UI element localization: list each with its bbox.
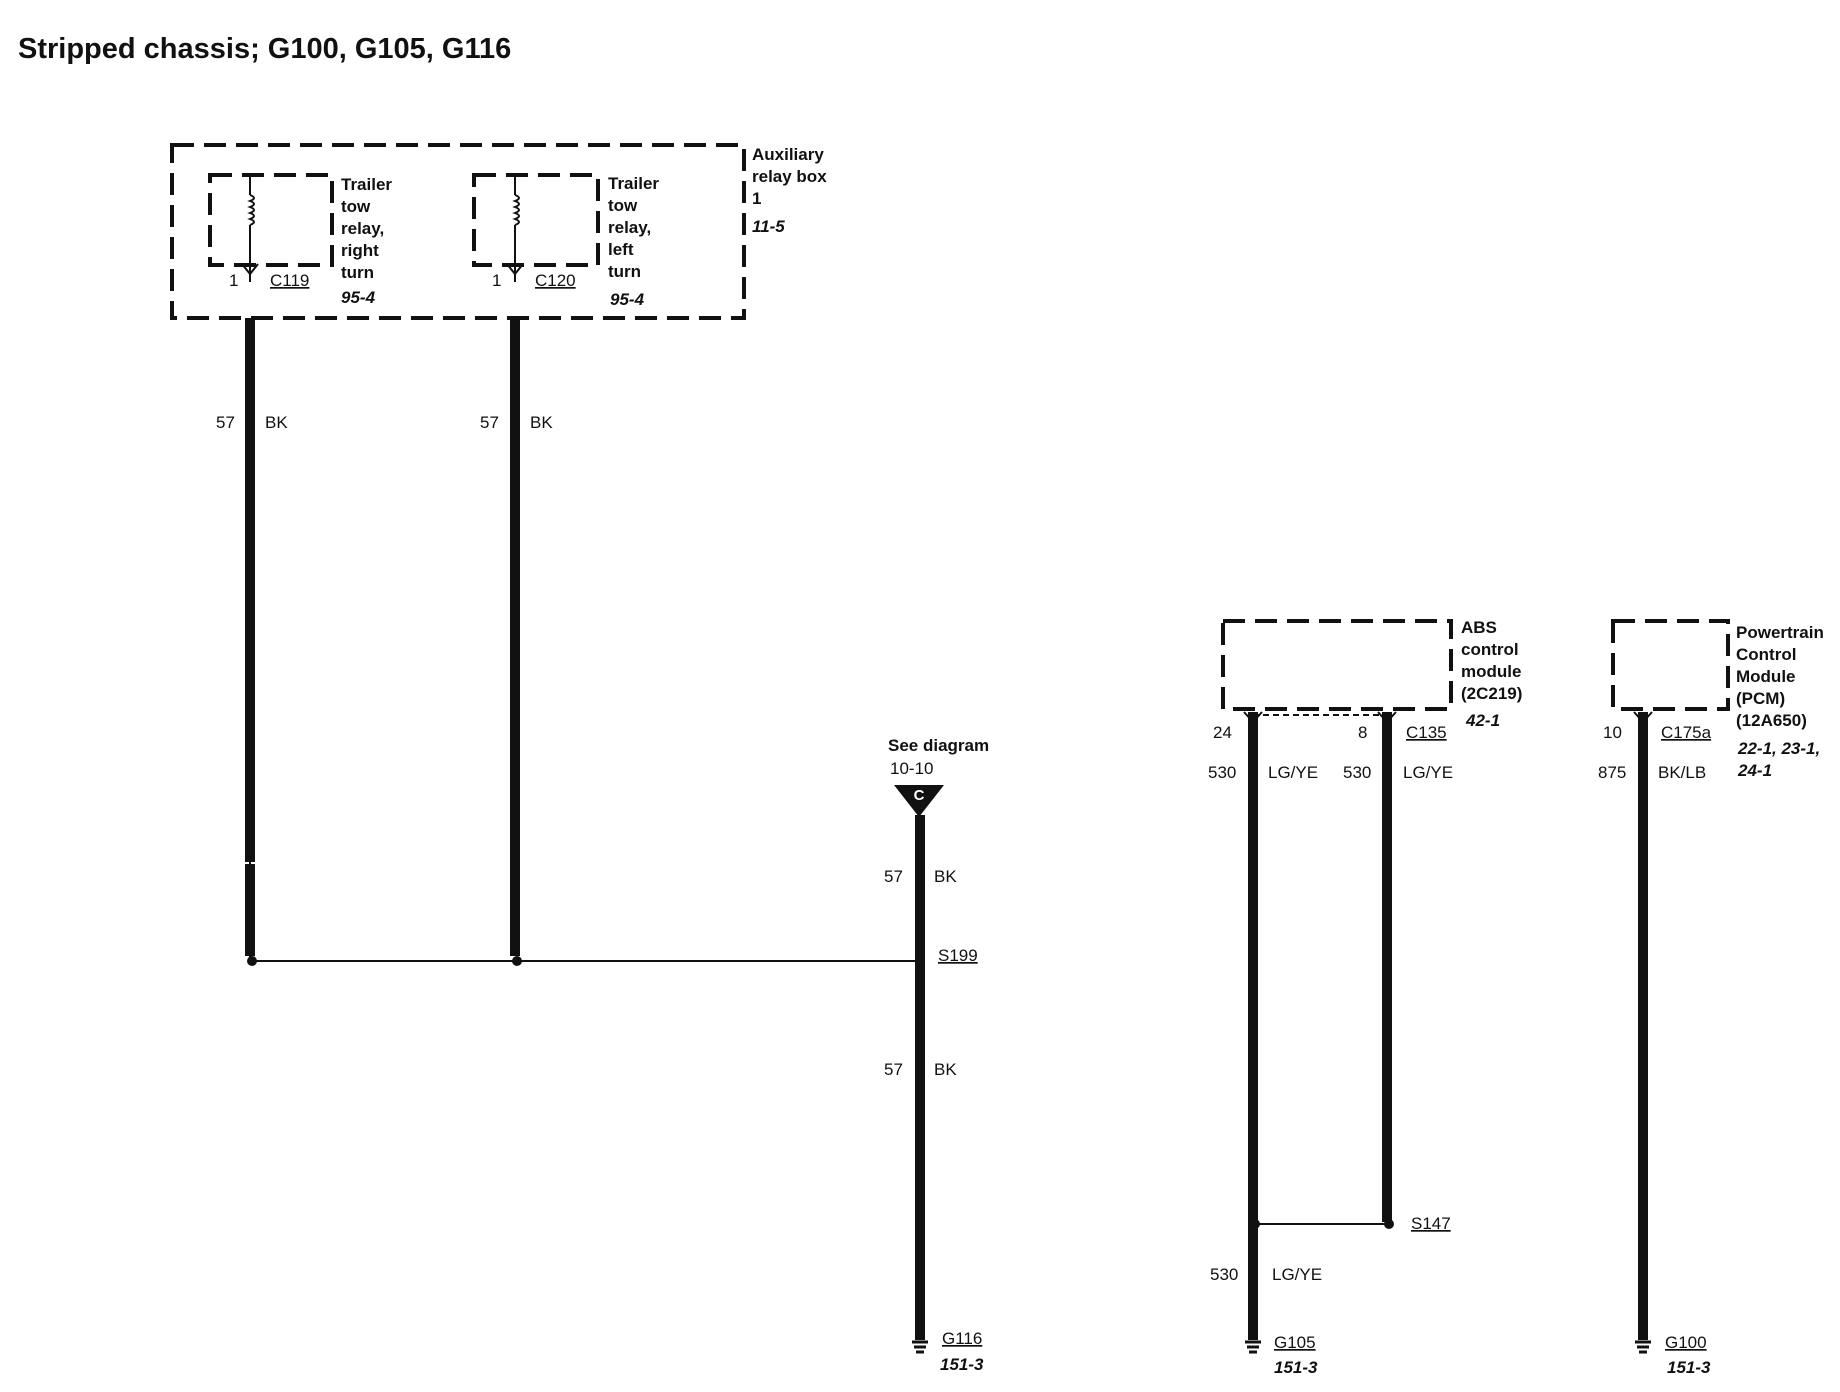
wire-c-lower-circuit: 57 (884, 1060, 903, 1079)
wire-c-upper-color: BK (934, 867, 957, 886)
aux-box-label-1: Auxiliary (752, 145, 824, 164)
aux-box-label-2: relay box (752, 167, 827, 186)
relay-right-label-5: turn (341, 263, 374, 282)
wire-pcm-color: BK/LB (1658, 763, 1706, 782)
relay-right-coil-icon (247, 194, 255, 226)
ground-g100-icon (1635, 1340, 1651, 1354)
off-page-connector-letter: C (914, 787, 925, 804)
wire-right-color: BK (265, 413, 288, 432)
ground-g100-label: G100 (1665, 1333, 1707, 1352)
wire-abs-a-color: LG/YE (1268, 763, 1318, 782)
trailer-tow-relay-right: Trailer tow relay, right turn 95-4 1 C11… (208, 173, 392, 307)
relay-right-label-4: right (341, 241, 379, 260)
see-diagram-ref: 10-10 (890, 759, 933, 778)
powertrain-control-module: Powertrain Control Module (PCM) (12A650)… (1603, 619, 1824, 780)
off-page-connector-icon (894, 785, 944, 817)
ground-g100-ref: 151-3 (1667, 1358, 1711, 1377)
abs-label-4: (2C219) (1461, 684, 1522, 703)
relay-right-label-3: relay, (341, 219, 384, 238)
abs-pin-b: 8 (1358, 723, 1367, 742)
wire-abs-b-color: LG/YE (1403, 763, 1453, 782)
relay-left-label-5: turn (608, 262, 641, 281)
wire-pcm: 875 BK/LB (1598, 712, 1706, 1340)
abs-control-module: ABS control module (2C219) 42-1 24 8 C13… (1213, 618, 1522, 742)
aux-box-ref: 11-5 (752, 217, 785, 236)
ground-g105-icon (1245, 1340, 1261, 1354)
ground-g105: G105 151-3 (1245, 1333, 1318, 1377)
ground-g105-label: G105 (1274, 1333, 1316, 1352)
splice-dot-s147 (1384, 1219, 1394, 1229)
wire-left-circuit: 57 (480, 413, 499, 432)
wire-left-color: BK (530, 413, 553, 432)
relay-right-ref: 95-4 (341, 288, 376, 307)
wire-abs-lower-color: LG/YE (1272, 1265, 1322, 1284)
wire-relay-left: 57 BK (480, 318, 553, 956)
connector-c175a: C175a (1661, 723, 1712, 742)
ground-g116-icon (912, 1340, 928, 1354)
connector-c119: C119 (270, 271, 309, 290)
abs-label-3: module (1461, 662, 1521, 681)
relay-right-connector-icon (241, 263, 259, 276)
pcm-label-5: (12A650) (1736, 711, 1807, 730)
pcm-label-1: Powertrain (1736, 623, 1824, 642)
splice-dot-left (512, 956, 522, 966)
relay-right-label-1: Trailer (341, 175, 392, 194)
abs-label-2: control (1461, 640, 1519, 659)
trailer-tow-relay-left: Trailer tow relay, left turn 95-4 1 C120 (472, 173, 659, 309)
relay-left-label-2: tow (608, 196, 638, 215)
abs-pin-a: 24 (1213, 723, 1232, 742)
splice-s147: S147 (1411, 1214, 1451, 1233)
connector-c120: C120 (535, 271, 576, 290)
abs-label-1: ABS (1461, 618, 1497, 637)
pcm-label-2: Control (1736, 645, 1796, 664)
wire-abs-lower-circuit: 530 (1210, 1265, 1238, 1284)
relay-left-connector-icon (506, 263, 524, 276)
wire-c-to-g116: 57 BK S199 57 BK (884, 815, 978, 1340)
wire-abs-b: 530 LG/YE (1343, 712, 1453, 1222)
wire-relay-right: 57 BK (216, 318, 288, 958)
auxiliary-relay-box-outline (170, 143, 746, 320)
pcm-label-3: Module (1736, 667, 1796, 686)
relay-left-coil-icon (512, 194, 520, 226)
relay-right-outline (208, 173, 334, 267)
wire-abs-b-circuit: 530 (1343, 763, 1371, 782)
page-title: Stripped chassis; G100, G105, G116 (18, 33, 511, 65)
ground-g116-label: G116 (942, 1329, 982, 1348)
wire-abs-a: 530 LG/YE (1208, 712, 1318, 1340)
relay-left-label-4: left (608, 240, 634, 259)
abs-ref: 42-1 (1465, 711, 1500, 730)
wire-right-circuit: 57 (216, 413, 235, 432)
pcm-outline (1611, 619, 1730, 711)
ground-g116: G116 151-3 (912, 1329, 984, 1374)
relay-left-ref: 95-4 (610, 290, 645, 309)
relay-right-label-2: tow (341, 197, 371, 216)
ground-g105-ref: 151-3 (1274, 1358, 1318, 1377)
auxiliary-relay-box: Auxiliary relay box 1 11-5 (170, 143, 827, 320)
wire-abs-a-circuit: 530 (1208, 763, 1236, 782)
splice-dot-right (247, 956, 257, 966)
pcm-ref-1: 22-1, 23-1, (1737, 739, 1820, 758)
relay-left-outline (472, 173, 600, 267)
pcm-ref-2: 24-1 (1737, 761, 1772, 780)
splice-dot-abs-a (1250, 1219, 1260, 1229)
wire-c-lower-color: BK (934, 1060, 957, 1079)
aux-box-label-3: 1 (752, 189, 761, 208)
pcm-label-4: (PCM) (1736, 689, 1785, 708)
splice-s199: S199 (938, 946, 978, 965)
relay-left-pin: 1 (492, 271, 501, 290)
relay-right-pin: 1 (229, 271, 238, 290)
connector-c135: C135 (1406, 723, 1447, 742)
wire-c-upper-circuit: 57 (884, 867, 903, 886)
ground-g116-ref: 151-3 (940, 1355, 984, 1374)
relay-left-label-1: Trailer (608, 174, 659, 193)
ground-g100: G100 151-3 (1635, 1333, 1711, 1377)
relay-left-label-3: relay, (608, 218, 651, 237)
see-diagram-c[interactable]: See diagram 10-10 C (888, 736, 989, 817)
abs-module-outline (1221, 619, 1453, 711)
pcm-pin: 10 (1603, 723, 1622, 742)
wire-pcm-circuit: 875 (1598, 763, 1626, 782)
see-diagram-label: See diagram (888, 736, 989, 755)
